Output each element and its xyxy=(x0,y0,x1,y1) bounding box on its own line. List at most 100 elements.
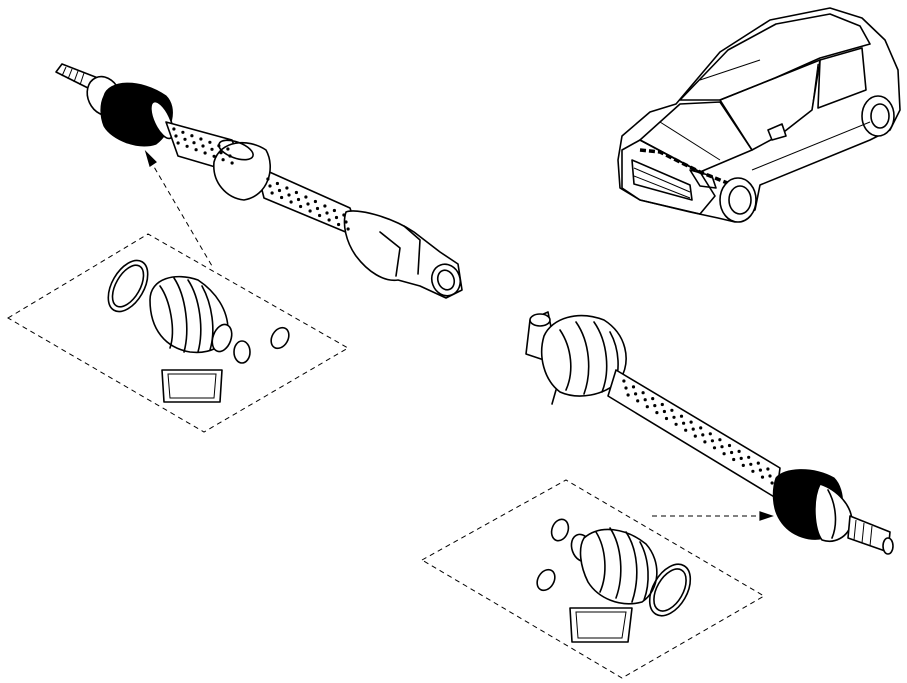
shaft-dot xyxy=(747,455,751,459)
shaft-dot xyxy=(756,461,760,465)
shaft-dot xyxy=(323,204,327,208)
shaft-dot xyxy=(712,446,717,450)
shaft-dot xyxy=(718,438,722,442)
shaft-dot xyxy=(741,463,745,467)
shaft-dot xyxy=(672,415,676,419)
shaft-dot xyxy=(192,141,196,145)
shaft-dot xyxy=(710,439,715,443)
left-shaft-texture xyxy=(172,127,350,231)
left-leader-line xyxy=(149,159,213,267)
shaft-dot xyxy=(653,404,657,408)
left-kit-frame xyxy=(7,233,350,433)
shaft-dot xyxy=(674,422,678,426)
car-illustration-icon xyxy=(617,7,901,223)
shaft-dot xyxy=(296,197,301,202)
shaft-dot xyxy=(739,456,743,460)
shaft-dot xyxy=(732,457,736,462)
shaft-dot xyxy=(684,428,688,432)
shaft-dot xyxy=(183,137,187,141)
cv-joint-boot-icon xyxy=(570,527,658,605)
shaft-dot xyxy=(691,427,695,431)
shaft-dot xyxy=(332,208,336,213)
shaft-dot xyxy=(758,468,763,472)
shaft-dot xyxy=(315,206,320,211)
shaft-dot xyxy=(325,211,329,215)
shaft-dot xyxy=(334,215,339,220)
shaft-dot xyxy=(208,140,212,144)
shaft-dot xyxy=(289,200,293,204)
shaft-dot xyxy=(768,474,772,478)
shaft-dot xyxy=(190,134,194,138)
shaft-dot xyxy=(636,399,640,403)
shaft-dot xyxy=(682,421,686,425)
shaft-dot xyxy=(631,385,636,389)
shaft-dot xyxy=(693,434,697,438)
shaft-dot xyxy=(176,141,180,145)
grease-sachet-icon xyxy=(161,369,223,403)
shaft-dot xyxy=(228,154,232,158)
cv-joint-boot-icon xyxy=(149,275,233,354)
shaft-dot xyxy=(337,222,341,227)
shaft-dot xyxy=(626,393,630,397)
shaft-dot xyxy=(641,391,645,395)
shaft-dot xyxy=(174,134,178,138)
shaft-dot xyxy=(749,462,753,466)
shaft-dot xyxy=(280,195,284,200)
right-shaft-texture xyxy=(622,379,774,485)
shaft-dot xyxy=(722,452,726,456)
shaft-dot xyxy=(226,147,230,151)
shaft-dot xyxy=(203,151,207,155)
shaft-dot xyxy=(655,411,659,415)
shaft-dot xyxy=(185,144,189,148)
shaft-dot xyxy=(622,379,626,383)
shaft-dot xyxy=(304,195,308,199)
left-repair-kit xyxy=(7,149,350,433)
shaft-dot xyxy=(701,433,705,437)
shaft-dot xyxy=(679,414,684,418)
shaft-dot xyxy=(299,204,303,209)
shaft-dot xyxy=(624,386,628,390)
shaft-dot xyxy=(708,432,712,436)
shaft-dot xyxy=(342,213,346,217)
shaft-dot xyxy=(662,409,667,414)
shaft-dot xyxy=(751,469,755,473)
shaft-dot xyxy=(770,481,774,485)
shaft-dot xyxy=(760,475,765,479)
shaft-dot xyxy=(217,144,221,148)
shaft-dot xyxy=(221,158,225,162)
clamp-ring-icon xyxy=(233,326,290,364)
shaft-dot xyxy=(277,188,282,193)
clamp-ring-icon xyxy=(648,563,692,617)
outer-boot-black xyxy=(100,82,173,147)
shaft-dot xyxy=(308,209,312,213)
shaft-dot xyxy=(645,405,649,409)
shaft-dot xyxy=(737,449,741,453)
shaft-dot xyxy=(344,220,348,224)
shaft-dot xyxy=(294,190,298,195)
right-kit-frame xyxy=(420,479,765,679)
shaft-dot xyxy=(670,408,674,412)
shaft-dot xyxy=(318,213,322,218)
shaft-dot xyxy=(689,420,693,424)
shaft-dot xyxy=(699,426,703,430)
drive-shaft-right-icon xyxy=(525,311,894,555)
shaft-dot xyxy=(643,398,647,402)
shaft-dot xyxy=(181,130,185,134)
shaft-dot xyxy=(275,181,279,186)
shaft-dot xyxy=(703,440,707,444)
shaft-dot xyxy=(306,202,310,206)
shaft-dot xyxy=(270,191,274,195)
shaft-dot xyxy=(651,397,655,401)
shaft-dot xyxy=(727,443,732,448)
shaft-dot xyxy=(219,151,223,155)
shaft-dot xyxy=(285,186,289,190)
shaft-dot xyxy=(201,144,205,148)
clamp-ring-icon xyxy=(107,259,149,313)
shaft-dot xyxy=(730,450,734,455)
shaft-dot xyxy=(199,137,203,141)
shaft-dot xyxy=(327,218,331,222)
shaft-dot xyxy=(634,392,638,396)
shaft-dot xyxy=(660,402,664,407)
shaft-dot xyxy=(194,148,198,152)
